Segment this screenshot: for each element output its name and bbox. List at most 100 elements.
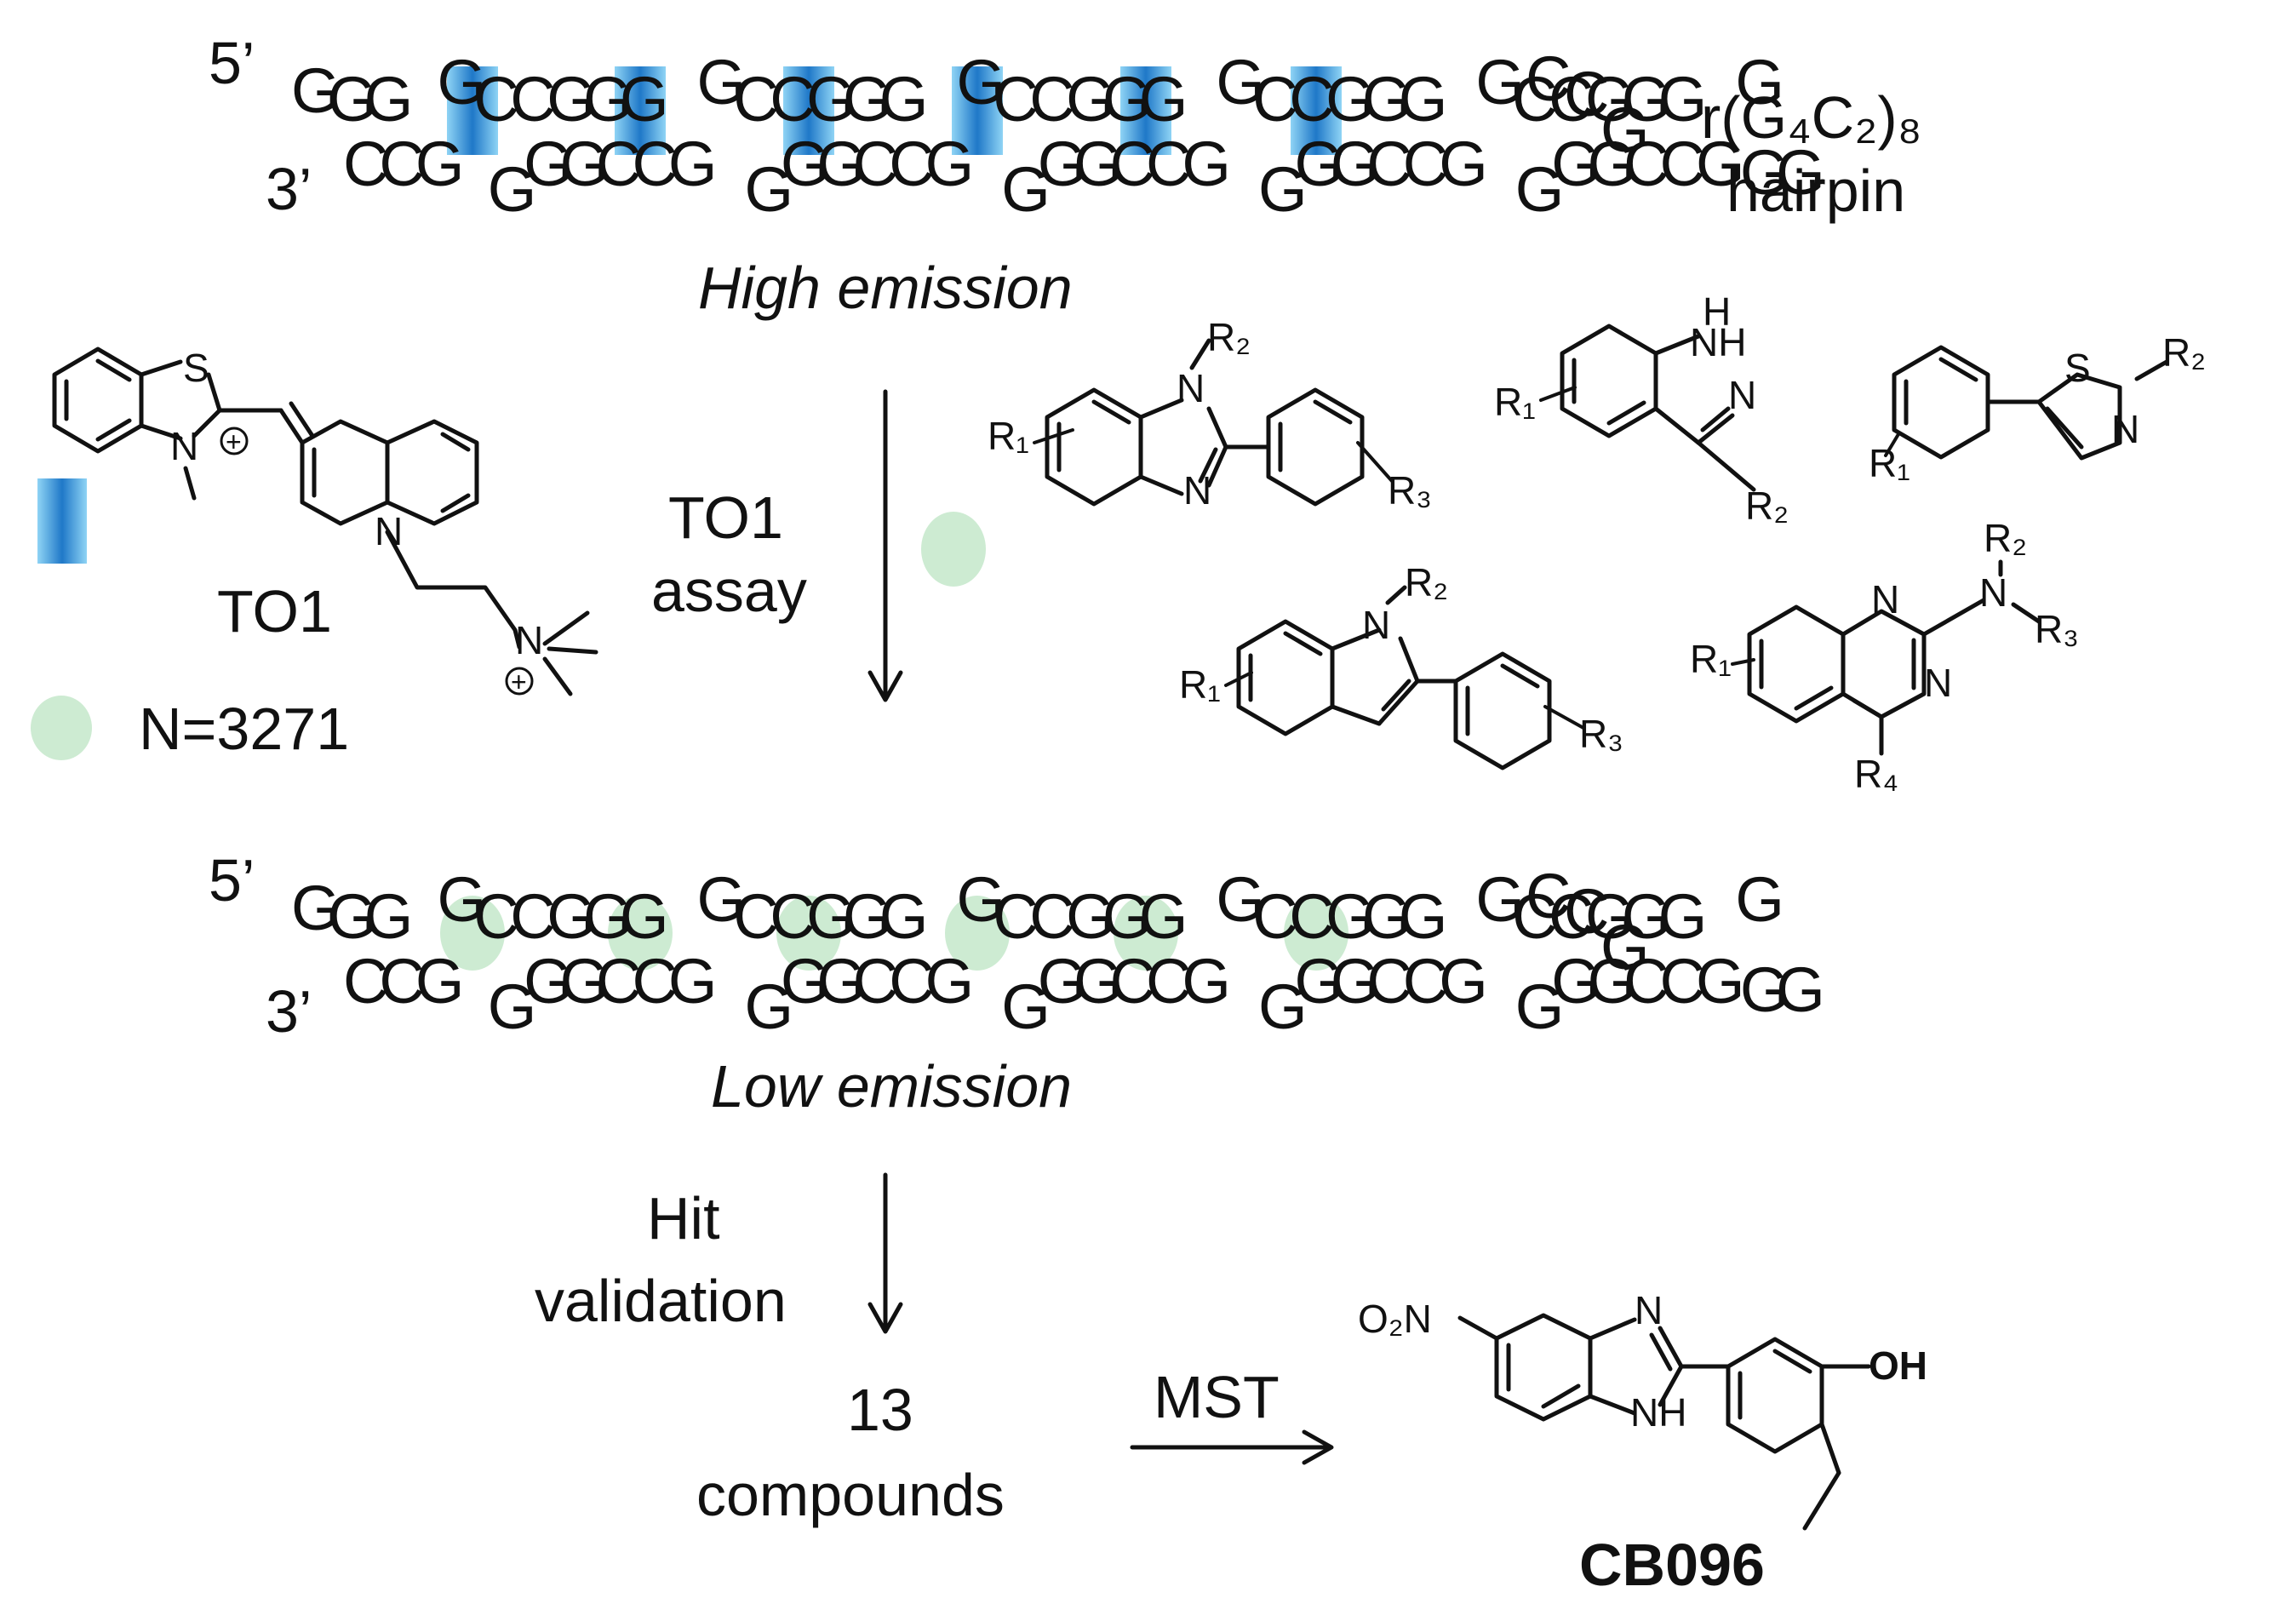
top-strand-base: G: [843, 64, 892, 135]
bottom-compound-markers: [440, 896, 1348, 971]
bottom-strand-base: C: [1366, 946, 1411, 1017]
to1-amine-charge-sign: +: [511, 667, 527, 697]
bottom-strand-base: G: [1551, 946, 1600, 1017]
quinazoline-r1: R₁: [1690, 637, 1732, 681]
indole-r2: R₂: [1405, 560, 1448, 604]
top-strand-base: G: [879, 881, 929, 952]
top-strand-base: G: [1139, 881, 1188, 952]
cb096-hydroxyl: OH: [1869, 1343, 1927, 1388]
validation-label-line2: validation: [535, 1268, 787, 1334]
legend: TO1 N=3271: [31, 478, 349, 762]
top-strand-base: G: [1066, 881, 1115, 952]
top-strand-base: G: [1399, 64, 1448, 135]
bottom-strand-base: C: [1146, 129, 1191, 199]
scaffold-phenylthiazole: S N R₂ R₁: [1869, 330, 2206, 485]
top-strand-base: G: [1735, 47, 1784, 117]
top-strand-base: C: [770, 64, 815, 135]
bottom-strand-base: G: [1038, 129, 1087, 199]
benzimidazole-n1: N: [1177, 366, 1205, 410]
top-strand-base: C: [510, 64, 555, 135]
top-strand-base: C: [770, 881, 815, 952]
bottom-strand-base: C: [1146, 946, 1191, 1017]
bottom-strand-base: C: [596, 129, 641, 199]
bottom-strand-base: G: [1001, 154, 1051, 225]
bottom-strand-base: C: [1110, 129, 1155, 199]
bottom-strand-base: G: [524, 129, 573, 199]
bottom-strand-base: G: [1740, 137, 1789, 208]
to1-charge-circle: [220, 427, 249, 455]
top-strand-base: G: [328, 881, 377, 952]
quinazoline-amine-n: N: [1979, 570, 2007, 615]
mst-step: MST: [1130, 1364, 1334, 1465]
top-strand-base: G: [1362, 881, 1411, 952]
quinazoline-r2: R₂: [1984, 516, 2027, 560]
indazole-h: H: [1703, 289, 1731, 334]
compound-binding-marker: [776, 896, 841, 971]
quinazoline-n3: N: [1924, 661, 1952, 705]
dye-binding-marker: [1120, 66, 1171, 155]
hairpin-type: hairpin: [1726, 158, 1905, 224]
indazole-r1: R₁: [1494, 380, 1536, 424]
quinazoline-n1: N: [1871, 577, 1899, 621]
bottom-strand-base: C: [343, 946, 388, 1017]
scaffold-indole: N R₂ R₃ R₁: [1179, 560, 1623, 770]
top-strand-base: G: [1139, 64, 1188, 135]
bottom-strand-base: G: [488, 154, 537, 225]
top-strand-base: G: [1216, 47, 1265, 117]
bottom-strand-base: G: [745, 971, 794, 1042]
thiazole-nitrogen: N: [2111, 407, 2139, 451]
hit-count: 13: [847, 1377, 913, 1443]
bottom-strand-base: G: [816, 129, 866, 199]
top-dye-markers: [447, 66, 1342, 155]
assay-step: TO1 assay: [651, 389, 986, 702]
thiazole-r1: R₁: [1869, 441, 1910, 485]
loop-base: G: [1600, 912, 1650, 982]
top-strand-base: C: [1252, 881, 1297, 952]
dye-binding-marker: [1291, 66, 1342, 155]
indole-r1: R₁: [1179, 662, 1221, 707]
bottom-strand-base: C: [1623, 946, 1669, 1017]
top-strand-base: G: [1325, 881, 1375, 952]
quinazoline-r4: R₄: [1854, 752, 1898, 796]
bottom-strand-base: G: [1331, 129, 1380, 199]
indole-r3: R₃: [1579, 712, 1623, 756]
scaffold-indazole: NH H N R₂ R₁: [1494, 289, 1789, 528]
compound-binding-marker: [608, 896, 673, 971]
top-strand-base: G: [806, 881, 856, 952]
bottom-strand-base: G: [1331, 946, 1380, 1017]
loop-base: C: [1564, 876, 1609, 947]
bottom-strand-base: C: [1403, 129, 1448, 199]
low-emission-label: Low emission: [711, 1053, 1072, 1120]
bottom-strand-base: G: [1776, 137, 1825, 208]
top-strand-base: G: [291, 873, 341, 943]
bottom-strand-base: G: [1074, 946, 1123, 1017]
bottom-strand-base: G: [925, 946, 975, 1017]
legend-dye-marker: [37, 478, 87, 564]
compound-binding-marker: [1114, 896, 1178, 971]
cb096-nh: NH: [1630, 1390, 1686, 1435]
top-strand-base: G: [956, 864, 1005, 935]
top-strand-base: G: [1475, 47, 1525, 117]
bottom-strand-base: G: [1515, 154, 1565, 225]
top-strand-base: G: [1658, 881, 1708, 952]
bottom-strand-base: G: [925, 129, 975, 199]
top-strand-base: G: [1475, 864, 1525, 935]
bottom-strand-base: G: [1696, 129, 1745, 199]
bottom-strand-base: G: [415, 946, 465, 1017]
benzimidazole-r2: R₂: [1207, 315, 1251, 359]
top-strand-base: G: [1658, 64, 1708, 135]
dye-binding-marker: [615, 66, 666, 155]
top-strand-base: G: [364, 881, 414, 952]
top-strand-base: G: [1622, 64, 1671, 135]
loop-base: G: [1600, 95, 1650, 165]
assay-label-line2: assay: [651, 558, 807, 624]
bottom-strand-base: C: [632, 946, 677, 1017]
top-strand-base: C: [1289, 881, 1334, 952]
quinazoline-r3: R₃: [2035, 607, 2079, 651]
bottom-strand-base: G: [560, 946, 610, 1017]
bottom-strand-base: G: [524, 946, 573, 1017]
top-five-prime-label: 5’: [209, 30, 255, 96]
bottom-strand-base: C: [596, 946, 641, 1017]
top-strand-base: G: [1066, 64, 1115, 135]
